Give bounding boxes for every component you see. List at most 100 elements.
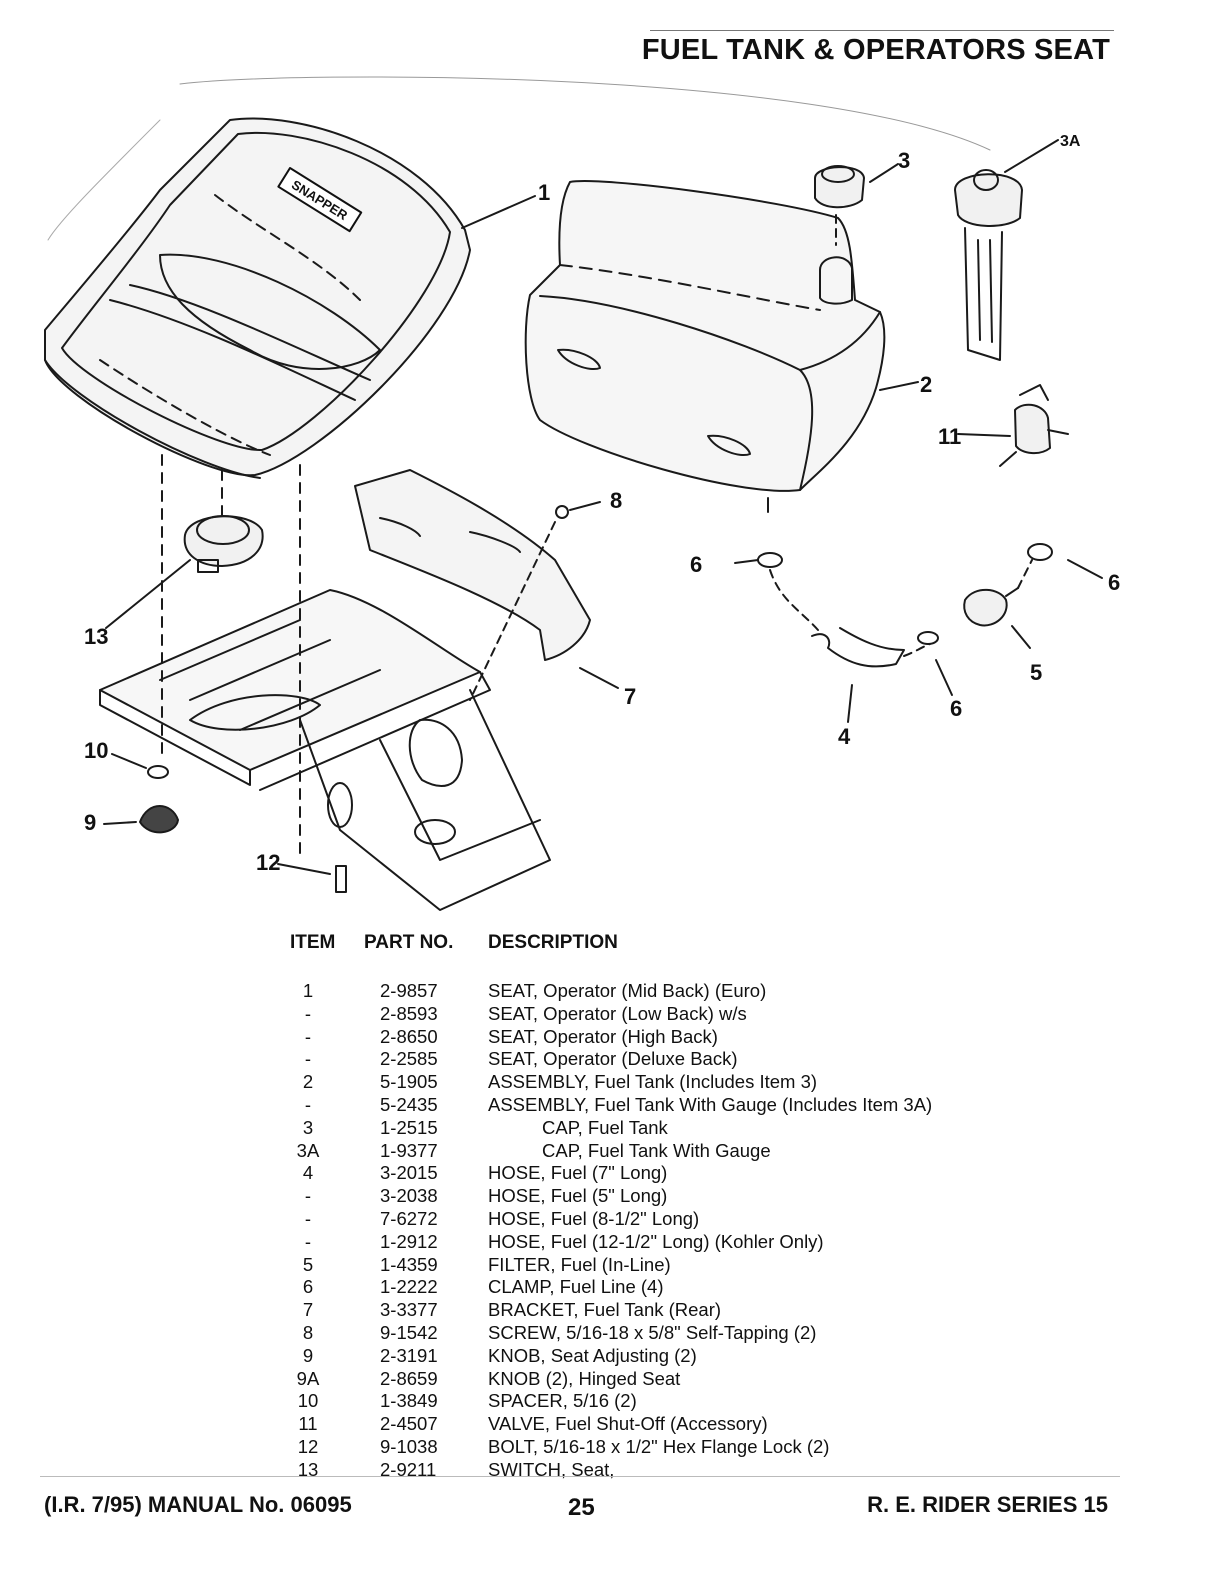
callout-8: 8 — [610, 488, 622, 513]
cell-item: 13 — [297, 1458, 319, 1480]
callout-9: 9 — [84, 810, 96, 835]
callout-4: 4 — [838, 724, 851, 749]
cell-description: BOLT, 5/16-18 x 1/2" Hex Flange Lock (2) — [488, 1435, 830, 1457]
cell-item: - — [304, 1025, 312, 1047]
seat-switch-part — [105, 515, 264, 629]
cell-description: HOSE, Fuel (12-1/2" Long) (Kohler Only) — [488, 1230, 824, 1252]
cell-part-no: 1-9377 — [380, 1139, 438, 1161]
cell-item: 12 — [297, 1435, 319, 1457]
table-row: 10 1-3849 SPACER, 5/16 (2) — [280, 1390, 1040, 1413]
cell-part-no: 7-6272 — [380, 1207, 438, 1229]
cell-part-no: 1-3849 — [380, 1390, 438, 1412]
cell-part-no: 3-3377 — [380, 1299, 438, 1321]
cell-part-no: 5-2435 — [380, 1093, 438, 1115]
cell-description: SPACER, 5/16 (2) — [488, 1390, 637, 1412]
cell-item: - — [304, 1185, 312, 1207]
callout-6a: 6 — [690, 552, 702, 577]
cell-part-no: 1-4359 — [380, 1253, 438, 1275]
page-title: FUEL TANK & OPERATORS SEAT — [641, 34, 1110, 66]
cell-item: 9 — [302, 1344, 314, 1366]
series-name: R. E. RIDER SERIES 15 — [867, 1492, 1108, 1517]
cell-item: 3 — [302, 1116, 314, 1138]
cell-description: VALVE, Fuel Shut-Off (Accessory) — [488, 1413, 768, 1435]
cell-part-no: 1-2515 — [380, 1116, 438, 1138]
cell-description: CLAMP, Fuel Line (4) — [488, 1276, 664, 1298]
header-description: DESCRIPTION — [488, 932, 618, 953]
cell-description: SEAT, Operator (Mid Back) (Euro) — [488, 980, 767, 1001]
callout-6b: 6 — [1108, 570, 1120, 595]
cell-description: HOSE, Fuel (8-1/2" Long) — [488, 1207, 700, 1229]
callout-10: 10 — [84, 738, 108, 763]
cell-part-no: 1-2222 — [380, 1276, 438, 1298]
header-part-no: PART NO. — [364, 932, 454, 953]
cell-part-no: 2-9857 — [380, 980, 438, 1001]
cell-description: SEAT, Operator (Deluxe Back) — [488, 1048, 738, 1070]
seat-part: SNAPPER — [44, 117, 536, 479]
cell-description: ASSEMBLY, Fuel Tank (Includes Item 3) — [488, 1071, 818, 1093]
cell-item: 4 — [302, 1162, 314, 1184]
cell-part-no: 2-4507 — [380, 1413, 438, 1435]
callout-7: 7 — [624, 684, 636, 709]
hardware-parts — [103, 454, 347, 893]
cell-part-no: 9-1542 — [380, 1321, 438, 1343]
bracket-part — [354, 469, 619, 689]
cell-part-no: 2-8659 — [380, 1367, 438, 1389]
cell-description: SEAT, Operator (Low Back) w/s — [488, 1002, 747, 1024]
cell-description: CAP, Fuel Tank — [542, 1116, 668, 1138]
table-row: 1 2-9857 SEAT, Operator (Mid Back) (Euro) — [280, 980, 1040, 1003]
cell-description: SWITCH, Seat, — [488, 1458, 615, 1480]
cell-description: BRACKET, Fuel Tank (Rear) — [488, 1299, 722, 1321]
cell-part-no: 2-8650 — [380, 1025, 438, 1047]
callout-2: 2 — [920, 372, 932, 397]
table-row: 13 2-9211 SWITCH, Seat, — [280, 1459, 1040, 1482]
screw-part — [469, 501, 601, 701]
header-item: ITEM — [290, 932, 336, 953]
cell-item: - — [304, 1002, 312, 1024]
cell-part-no: 3-2015 — [380, 1162, 438, 1184]
cell-description: HOSE, Fuel (5" Long) — [488, 1185, 668, 1207]
cell-description: KNOB, Seat Adjusting (2) — [488, 1344, 697, 1366]
cell-description: FILTER, Fuel (In-Line) — [488, 1253, 671, 1275]
callout-13: 13 — [84, 624, 108, 649]
callout-11: 11 — [938, 424, 961, 449]
callout-6c: 6 — [950, 696, 962, 721]
callout-5: 5 — [1030, 660, 1042, 685]
cell-item: 5 — [302, 1253, 314, 1275]
fuel-line-parts — [734, 543, 1103, 723]
callout-3a: 3A — [1060, 133, 1081, 150]
shutoff-valve-part — [957, 384, 1069, 467]
page-number: 25 — [568, 1494, 595, 1521]
title-rule — [650, 30, 1114, 31]
cell-description: ASSEMBLY, Fuel Tank With Gauge (Includes… — [488, 1093, 933, 1115]
footer-rule — [40, 1476, 1120, 1477]
cell-description: SEAT, Operator (High Back) — [488, 1025, 718, 1047]
cell-part-no: 2-2585 — [380, 1048, 438, 1070]
callout-1: 1 — [538, 180, 550, 205]
table-row: 3 1-2515 CAP, Fuel Tank — [280, 1117, 1040, 1140]
exploded-parts-diagram: SNAPPER — [44, 76, 1120, 911]
cell-part-no: 2-9211 — [380, 1458, 437, 1480]
cell-description: KNOB (2), Hinged Seat — [488, 1367, 681, 1389]
cell-item: 10 — [297, 1390, 319, 1412]
cell-item: 8 — [302, 1321, 314, 1343]
cell-item: 9A — [296, 1367, 320, 1389]
cell-part-no: 1-2912 — [380, 1230, 438, 1252]
cell-item: 1 — [302, 980, 314, 1001]
cell-description: CAP, Fuel Tank With Gauge — [542, 1139, 771, 1161]
callout-3: 3 — [898, 148, 910, 173]
manual-number: (I.R. 7/95) MANUAL No. 06095 — [44, 1492, 352, 1517]
